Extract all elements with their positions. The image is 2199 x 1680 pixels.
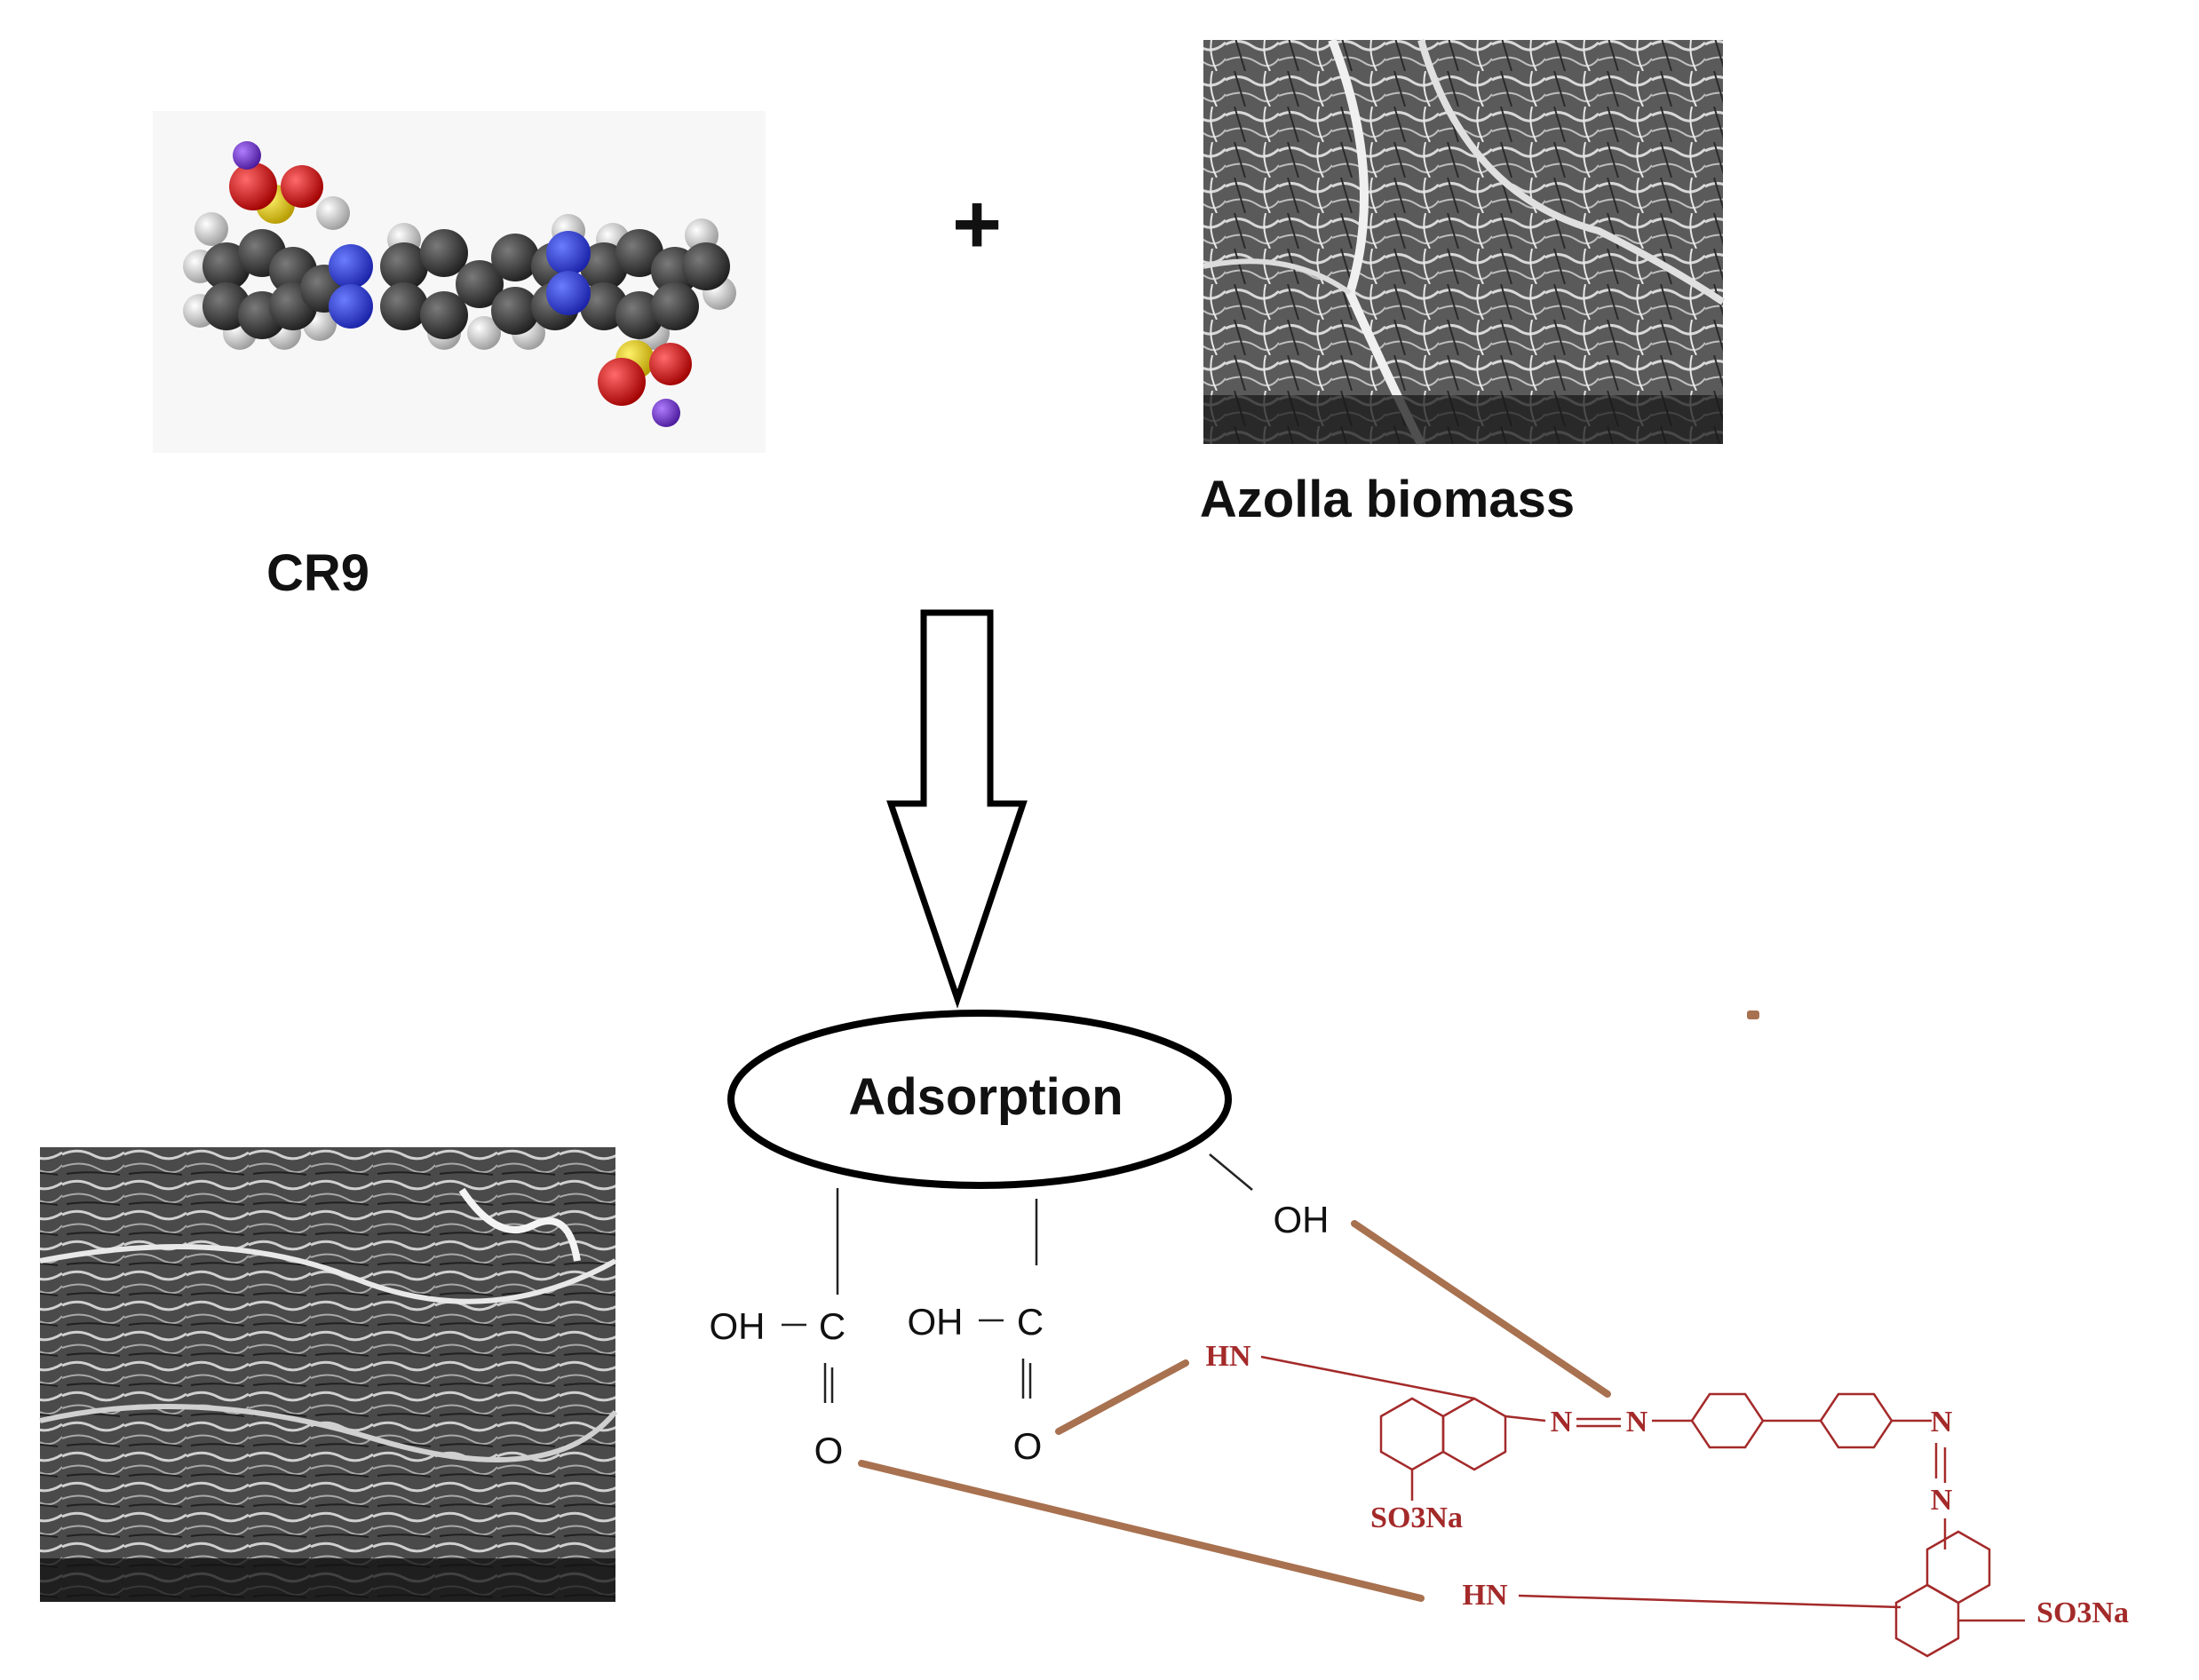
down-arrow	[886, 609, 1028, 1009]
stray-dot	[1747, 1010, 1759, 1019]
oh-left-label: OH	[710, 1305, 766, 1347]
cr9-structural-formula	[1260, 1355, 2025, 1658]
so3na-right-label: SO3Na	[2036, 1597, 2129, 1629]
azolla-sem-image	[1203, 38, 1726, 447]
azo-n2-label: N	[1626, 1406, 1648, 1438]
adsorbed-sem-image	[39, 1147, 618, 1602]
adsorption-ellipse	[727, 1010, 1232, 1189]
interaction-lines	[858, 1220, 1611, 1602]
surface-bonds	[782, 1153, 1253, 1403]
azo-n3-label: N	[1931, 1406, 1953, 1438]
plus-sign: +	[952, 177, 1002, 272]
oh-mid-label: OH	[908, 1301, 964, 1343]
azolla-biomass-label: Azolla biomass	[1200, 471, 1575, 528]
cr9-label: CR9	[266, 544, 369, 602]
c-mid-label: C	[1017, 1301, 1044, 1343]
hn-bottom-label: HN	[1463, 1579, 1508, 1612]
azo-n4-label: N	[1931, 1484, 1953, 1517]
c-left-label: C	[819, 1305, 845, 1347]
oh-top-label: OH	[1274, 1199, 1330, 1240]
cr9-molecule-model	[153, 111, 766, 453]
adsorption-label: Adsorption	[848, 1068, 1123, 1126]
so3na-left-label: SO3Na	[1370, 1502, 1463, 1534]
o-mid-label: O	[1013, 1425, 1043, 1467]
hn-top-label: HN	[1206, 1340, 1251, 1373]
azo-n1-label: N	[1551, 1406, 1573, 1438]
o-left-label: O	[814, 1430, 844, 1471]
